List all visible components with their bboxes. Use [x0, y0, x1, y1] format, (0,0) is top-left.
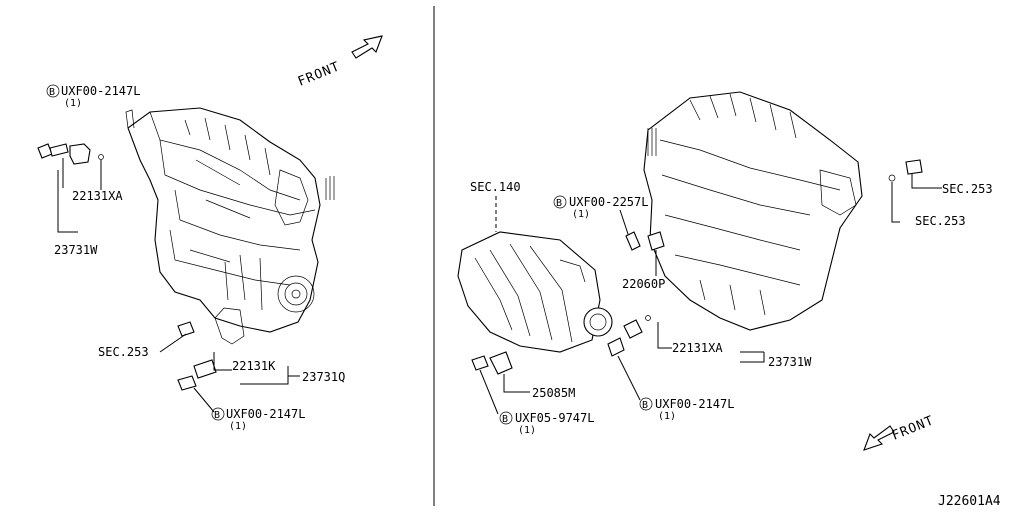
right-sensor-label: 22131XA — [672, 341, 723, 355]
bolt-symbol-icon-3 — [553, 195, 567, 209]
knock-bolt-qty: (1) — [572, 209, 590, 220]
intake-manifold — [457, 231, 613, 353]
left-top-sensor-label: 22131XA — [72, 189, 123, 203]
knock-bolt-part: UXF00-2257L — [569, 195, 648, 209]
left-top-bolt-part: UXF00-2147L — [61, 84, 140, 98]
knock-sensor-icon — [647, 231, 665, 251]
right-engine-assembly — [643, 91, 863, 331]
front-arrow-icon-bottom — [863, 425, 895, 451]
bolt-symbol-4: B — [642, 400, 648, 411]
right-sensor-bolt-qty: (1) — [658, 411, 676, 422]
map-bolt-part: UXF05-9747L — [515, 411, 594, 425]
right-sensor-icon — [607, 315, 651, 357]
knock-sensor-label: 22060P — [622, 277, 665, 291]
right-sec-ref-1: SEC.253 — [942, 182, 993, 196]
bolt-symbol-icon-5 — [499, 411, 513, 425]
left-bottom-sensor-icon — [177, 359, 217, 391]
bolt-symbol-icon — [46, 84, 60, 98]
bolt-symbol-3: B — [556, 198, 562, 209]
bolt-symbol: B — [49, 87, 55, 98]
left-bottom-bolt-qty: (1) — [229, 421, 247, 432]
bolt-symbol-2: B — [214, 410, 220, 421]
left-top-sensor-icon — [69, 143, 104, 165]
left-engine-assembly — [125, 107, 335, 345]
front-label-top: FRONT — [296, 59, 343, 89]
knock-bolt-icon — [625, 231, 641, 251]
map-sensor-icon — [471, 351, 513, 375]
sec-intake-label: SEC.140 — [470, 180, 521, 194]
left-top-bolt-icon — [37, 143, 69, 159]
left-sec-connector-icon — [177, 321, 195, 337]
map-bolt-qty: (1) — [518, 425, 536, 436]
left-top-bolt-qty: (1) — [64, 98, 82, 109]
map-sensor-label: 25085M — [532, 386, 575, 400]
drawing-code: J22601A4 — [938, 494, 1001, 509]
bolt-symbol-icon-4 — [639, 397, 653, 411]
bolt-symbol-5: B — [502, 414, 508, 425]
right-sensor-bolt-part: UXF00-2147L — [655, 397, 734, 411]
right-sec-ref-2: SEC.253 — [915, 214, 966, 228]
bolt-symbol-icon-2 — [211, 407, 225, 421]
left-bottom-bolt-part: UXF00-2147L — [226, 407, 305, 421]
front-arrow-icon — [351, 35, 383, 59]
left-bottom-harness-label: 23731Q — [302, 370, 345, 384]
right-sec-connector-icon — [888, 159, 923, 182]
left-sec-ref: SEC.253 — [98, 345, 149, 359]
left-top-harness-label: 23731W — [54, 243, 98, 257]
right-harness-label: 23731W — [768, 355, 812, 369]
left-bottom-sensor-label: 22131K — [232, 359, 276, 373]
front-label-bottom: FRONT — [890, 413, 937, 443]
